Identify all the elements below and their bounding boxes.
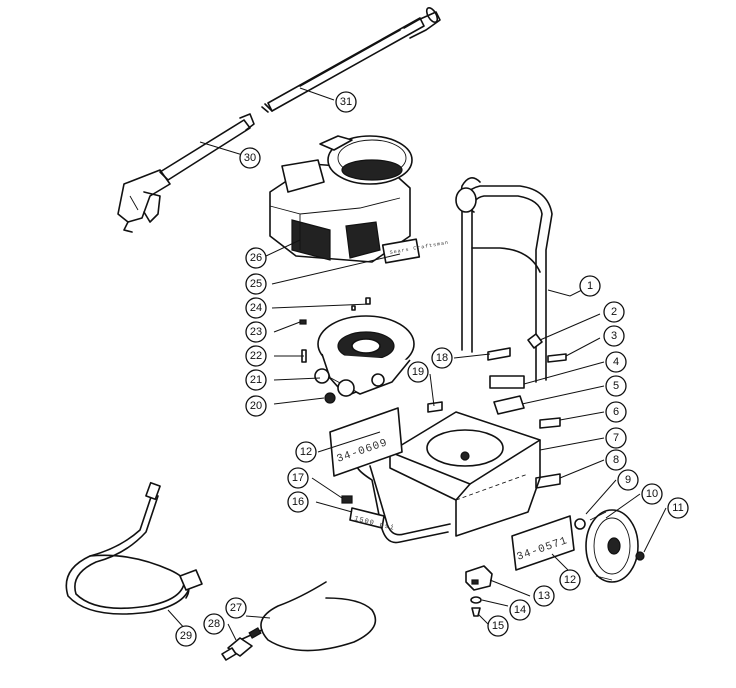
svg-text:5: 5 (613, 380, 619, 392)
svg-text:10: 10 (646, 488, 658, 500)
leader-lines (167, 87, 667, 641)
callout-31: 31 (335, 91, 357, 113)
spray-wand-31 (261, 6, 441, 113)
callout-1: 1 (579, 275, 601, 297)
svg-text:15: 15 (492, 620, 504, 632)
svg-text:8: 8 (613, 454, 619, 466)
svg-text:6: 6 (613, 406, 619, 418)
callout-23: 23 (245, 321, 267, 343)
svg-text:18: 18 (436, 352, 448, 364)
decal-16: 1500 psi (349, 507, 396, 533)
callout-28: 28 (203, 613, 225, 635)
callout-20: 20 (245, 395, 267, 417)
callout-6: 6 (605, 401, 627, 423)
callout-13: 13 (533, 585, 555, 607)
hose-29 (65, 481, 203, 615)
wheel-10 (574, 509, 645, 583)
callout-12-top: 12 (295, 441, 317, 463)
callout-8: 8 (605, 449, 627, 471)
foot-13 (465, 565, 493, 617)
svg-text:28: 28 (208, 618, 220, 630)
svg-text:26: 26 (250, 252, 262, 264)
svg-text:4: 4 (613, 356, 619, 368)
callout-17: 17 (287, 467, 309, 489)
callout-25: 25 (245, 273, 267, 295)
svg-text:1: 1 (587, 280, 593, 292)
callout-29: 29 (175, 625, 197, 647)
callout-15: 15 (487, 615, 509, 637)
svg-text:11: 11 (672, 502, 683, 514)
callout-5: 5 (605, 375, 627, 397)
pump-assembly (299, 297, 415, 404)
svg-text:22: 22 (250, 350, 262, 362)
callout-30: 30 (239, 147, 261, 169)
svg-text:12: 12 (300, 446, 312, 458)
serial-plate-bottom-12: 34-0571 (511, 515, 575, 571)
svg-text:14: 14 (514, 604, 526, 616)
callout-11: 11 (667, 497, 689, 519)
svg-text:23: 23 (250, 326, 262, 338)
filter-28 (221, 627, 262, 661)
svg-text:20: 20 (250, 400, 262, 412)
svg-text:16: 16 (292, 496, 304, 508)
svg-text:12: 12 (564, 574, 576, 586)
suction-tube-27 (239, 581, 377, 652)
callout-7: 7 (605, 427, 627, 449)
serial-plate-top-12: 34-0609 (329, 407, 403, 477)
svg-text:31: 31 (340, 96, 352, 108)
svg-text:21: 21 (250, 374, 262, 386)
svg-text:30: 30 (244, 152, 256, 164)
callout-4: 4 (605, 351, 627, 373)
callout-14: 14 (509, 599, 531, 621)
callout-19: 19 (407, 361, 429, 383)
callout-26: 26 (245, 247, 267, 269)
base-frame (356, 411, 541, 544)
callout-18: 18 (431, 347, 453, 369)
callout-22: 22 (245, 345, 267, 367)
svg-text:29: 29 (180, 630, 192, 642)
svg-text:25: 25 (250, 278, 262, 290)
svg-text:13: 13 (538, 590, 550, 602)
callout-3: 3 (603, 325, 625, 347)
callout-9: 9 (617, 469, 639, 491)
callout-27: 27 (225, 597, 247, 619)
engine-26 (269, 135, 421, 264)
svg-text:7: 7 (613, 432, 619, 444)
callout-2: 2 (603, 301, 625, 323)
callout-10: 10 (641, 483, 663, 505)
svg-text:9: 9 (625, 474, 631, 486)
svg-text:19: 19 (412, 366, 424, 378)
callout-12-bottom: 12 (559, 569, 581, 591)
callout-24: 24 (245, 297, 267, 319)
svg-text:27: 27 (230, 602, 242, 614)
svg-text:24: 24 (250, 302, 262, 314)
svg-text:3: 3 (611, 330, 617, 342)
decal-17 (341, 495, 353, 504)
trigger-gun-30 (117, 113, 255, 233)
svg-text:2: 2 (611, 306, 617, 318)
callout-21: 21 (245, 369, 267, 391)
svg-text:17: 17 (292, 472, 304, 484)
frame-handle-1 (427, 177, 567, 489)
callout-16: 16 (287, 491, 309, 513)
